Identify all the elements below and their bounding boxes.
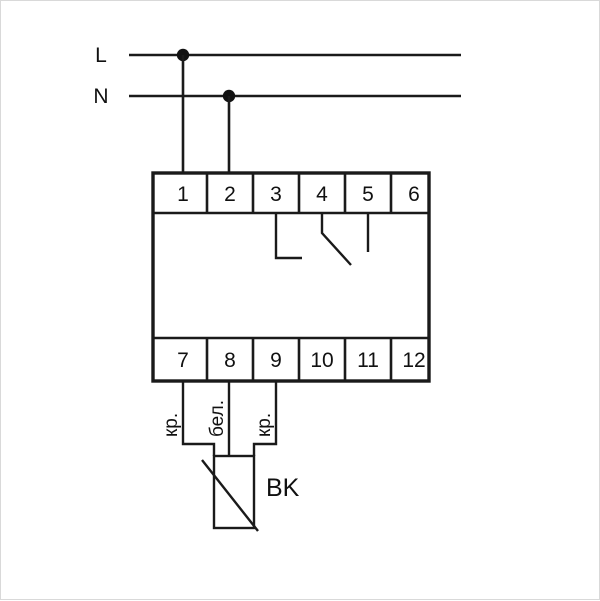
terminal-label-3: 3 (270, 183, 282, 206)
terminal-label-5: 5 (362, 183, 374, 206)
terminal-label-12: 12 (402, 349, 425, 372)
wire-color-label-8: бел. (207, 400, 228, 437)
sensor-lead-wire-7 (181, 381, 216, 456)
terminal-label-1: 1 (177, 183, 189, 206)
sensor-lead-wires (181, 381, 278, 456)
terminal-label-10: 10 (310, 349, 333, 372)
terminal-label-9: 9 (270, 349, 282, 372)
contact-3-stub-wire (274, 213, 302, 260)
top-terminal-row: 1 2 3 4 5 6 (177, 173, 420, 213)
sensor-diagonal-line (201, 459, 259, 532)
terminal-label-4: 4 (316, 183, 328, 206)
internal-contact-terminal-3 (274, 213, 302, 260)
sensor-body-rectangle (212, 454, 256, 530)
terminal-label-7: 7 (177, 349, 189, 372)
sensor-lead-wire-9 (252, 381, 278, 456)
terminal-label-6: 6 (408, 183, 420, 206)
sensor-bk-group: BK (201, 454, 300, 532)
supply-rail-n-group: N (93, 85, 461, 173)
terminal-label-2: 2 (224, 183, 236, 206)
rail-label-n: N (93, 85, 108, 108)
terminal-label-8: 8 (224, 349, 236, 372)
wire-color-labels: кр. бел. кр. (161, 400, 275, 437)
supply-rail-l-group: L (95, 44, 461, 173)
device-body-group (151, 171, 431, 383)
internal-contact-terminals-4-5 (320, 213, 370, 266)
bottom-terminal-row: 7 8 9 10 11 12 (177, 338, 426, 381)
device-body-outline (151, 171, 431, 383)
wire-color-label-9: кр. (254, 413, 275, 437)
contact-4-movable-blade (320, 213, 352, 266)
terminal-label-11: 11 (357, 349, 379, 372)
rail-label-l: L (95, 44, 107, 67)
wire-color-label-7: кр. (161, 413, 182, 437)
sensor-designation-label: BK (266, 474, 300, 502)
